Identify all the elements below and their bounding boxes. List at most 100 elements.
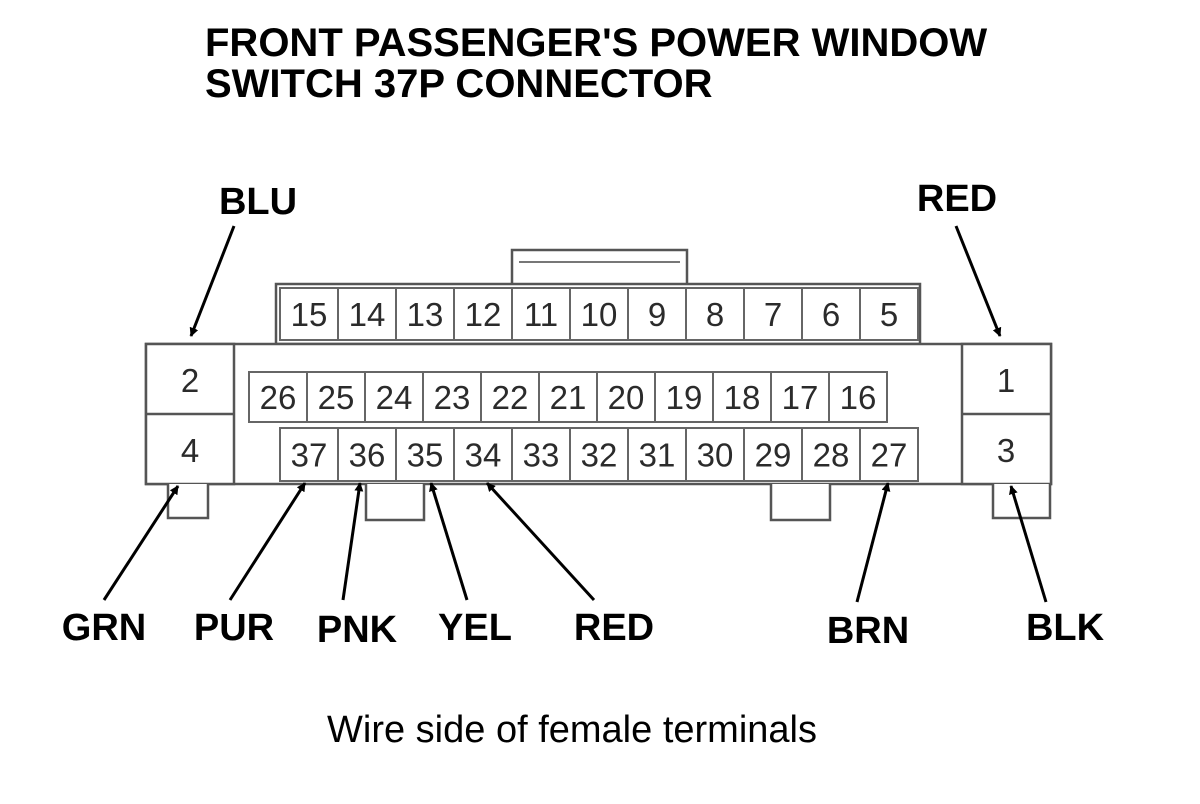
terminal-cell-frame bbox=[337, 287, 397, 341]
terminal-cell-frame bbox=[511, 427, 571, 482]
diagram-caption: Wire side of female terminals bbox=[327, 709, 817, 751]
pin-6: 6 bbox=[822, 296, 840, 333]
pin-35: 35 bbox=[407, 437, 444, 474]
terminal-cell-15: 15 bbox=[279, 287, 339, 341]
pin-24: 24 bbox=[376, 379, 413, 416]
terminal-cell-frame bbox=[770, 371, 830, 423]
terminal-cell-frame bbox=[569, 427, 629, 482]
pin-19: 19 bbox=[666, 379, 703, 416]
terminal-cell-frame bbox=[511, 287, 571, 341]
terminal-cell-frame bbox=[279, 287, 339, 341]
wire-arrows bbox=[102, 225, 1048, 603]
terminal-cell-frame bbox=[685, 287, 745, 341]
terminal-cell-frame bbox=[480, 371, 540, 423]
terminal-cell-8: 8 bbox=[685, 287, 745, 341]
terminal-cell-13: 13 bbox=[395, 287, 455, 341]
pin-33: 33 bbox=[523, 437, 560, 474]
wire-label-pur: PUR bbox=[194, 607, 274, 649]
terminal-cell-17: 17 bbox=[770, 371, 830, 423]
terminal-cell-35: 35 bbox=[395, 427, 455, 482]
arrow-pur bbox=[228, 482, 307, 601]
pin-26: 26 bbox=[260, 379, 297, 416]
terminal-cell-frame bbox=[306, 371, 366, 423]
terminal-cell-frame bbox=[859, 287, 919, 341]
terminal-cell-frame bbox=[337, 427, 397, 482]
terminal-cell-16: 16 bbox=[828, 371, 888, 423]
terminal-cell-9: 9 bbox=[627, 287, 687, 341]
terminal-cell-29: 29 bbox=[743, 427, 803, 482]
pin-11: 11 bbox=[524, 296, 558, 333]
terminal-cell-27: 27 bbox=[859, 427, 919, 482]
terminal-cell-14: 14 bbox=[337, 287, 397, 341]
terminal-cell-7: 7 bbox=[743, 287, 803, 341]
pin-21: 21 bbox=[550, 379, 587, 416]
pin-7: 7 bbox=[764, 296, 782, 333]
terminal-cell-frame bbox=[422, 371, 482, 423]
terminal-cell-frame bbox=[859, 427, 919, 482]
pin-16: 16 bbox=[840, 379, 877, 416]
terminal-cell-36: 36 bbox=[337, 427, 397, 482]
arrow-blk bbox=[1009, 485, 1048, 603]
pin-20: 20 bbox=[608, 379, 645, 416]
wire-label-blk: BLK bbox=[1026, 607, 1105, 649]
foot-center bbox=[364, 484, 426, 522]
pin-3: 3 bbox=[997, 432, 1015, 469]
pin-15: 15 bbox=[291, 296, 328, 333]
terminal-cell-frame bbox=[743, 287, 803, 341]
wire-label-brn: BRN bbox=[827, 610, 909, 652]
terminal-cell-frame bbox=[569, 287, 629, 341]
terminal-cell-frame bbox=[828, 371, 888, 423]
foot-far-right bbox=[991, 484, 1052, 520]
pin-36: 36 bbox=[349, 437, 386, 474]
pin-5: 5 bbox=[880, 296, 898, 333]
wire-label-blu: BLU bbox=[219, 181, 297, 223]
terminal-cell-11: 11 bbox=[511, 287, 571, 341]
terminal-cell-34: 34 bbox=[453, 427, 513, 482]
terminal-cell-28: 28 bbox=[801, 427, 861, 482]
arrow-yel bbox=[429, 482, 469, 601]
terminal-cell-23: 23 bbox=[422, 371, 482, 423]
arrow-red-top bbox=[954, 225, 1002, 337]
pin-28: 28 bbox=[813, 437, 850, 474]
terminal-cell-37: 37 bbox=[279, 427, 339, 482]
terminal-cell-12: 12 bbox=[453, 287, 513, 341]
diagram-title-line-2: SWITCH 37P CONNECTOR bbox=[205, 62, 713, 106]
wire-label-grn: GRN bbox=[62, 607, 146, 649]
terminal-cell-5: 5 bbox=[859, 287, 919, 341]
terminal-cell-25: 25 bbox=[306, 371, 366, 423]
lock-tab bbox=[510, 248, 689, 284]
foot-right bbox=[769, 484, 832, 522]
terminal-cell-frame bbox=[801, 427, 861, 482]
diagram-title-line-1: FRONT PASSENGER'S POWER WINDOW bbox=[205, 21, 987, 65]
terminal-cell-frame bbox=[743, 427, 803, 482]
terminal-cell-19: 19 bbox=[654, 371, 714, 423]
terminal-cell-frame bbox=[654, 371, 714, 423]
pin-13: 13 bbox=[407, 296, 444, 333]
wire-label-yel: YEL bbox=[438, 607, 512, 649]
pin-34: 34 bbox=[465, 437, 502, 474]
terminal-cell-18: 18 bbox=[712, 371, 772, 423]
terminal-cell-frame bbox=[453, 427, 513, 482]
pin-23: 23 bbox=[434, 379, 471, 416]
wire-label-red-top: RED bbox=[917, 178, 997, 220]
pin-18: 18 bbox=[724, 379, 761, 416]
pin-31: 31 bbox=[639, 437, 676, 474]
pin-9: 9 bbox=[648, 296, 666, 333]
pin-12: 12 bbox=[465, 296, 502, 333]
terminal-cell-21: 21 bbox=[538, 371, 598, 423]
foot-left bbox=[166, 484, 210, 520]
pin-29: 29 bbox=[755, 437, 792, 474]
pin-25: 25 bbox=[318, 379, 355, 416]
terminal-cell-33: 33 bbox=[511, 427, 571, 482]
pin-17: 17 bbox=[782, 379, 819, 416]
terminal-cell-10: 10 bbox=[569, 287, 629, 341]
pin-1: 1 bbox=[997, 362, 1015, 399]
wire-label-pnk: PNK bbox=[317, 609, 398, 651]
pin-10: 10 bbox=[581, 296, 618, 333]
pin-2: 2 bbox=[181, 362, 199, 399]
terminal-cell-30: 30 bbox=[685, 427, 745, 482]
pin-27: 27 bbox=[871, 437, 908, 474]
